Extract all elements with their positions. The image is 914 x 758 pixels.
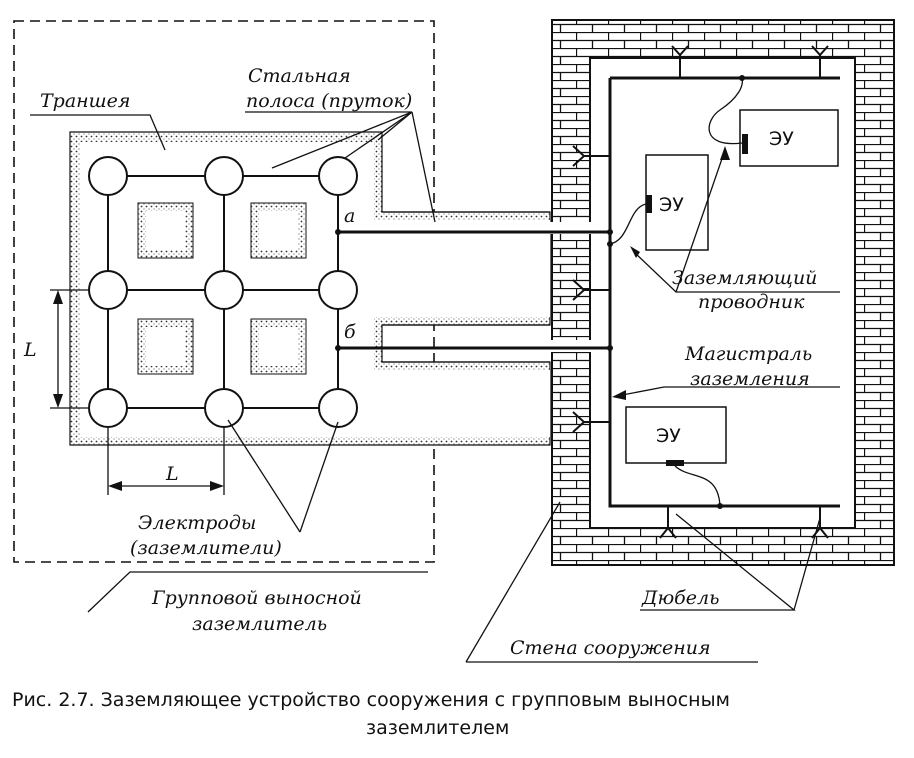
equipment-top — [739, 109, 839, 167]
trench — [69, 131, 551, 446]
dimension-l-horizontal: L — [165, 463, 179, 485]
dowels-left — [572, 145, 610, 433]
dowels-top — [671, 45, 829, 78]
dimension-l-vertical: L — [23, 339, 37, 361]
electrode — [204, 270, 244, 310]
main-label-line2: заземления — [690, 368, 810, 390]
equipment-top-label: ЭУ — [769, 128, 794, 150]
electrode — [318, 270, 358, 310]
dimension-vertical — [50, 289, 88, 409]
group-label-line1: Групповой выносной — [151, 587, 362, 609]
electrodes-label-line1: Электроды — [138, 512, 256, 534]
wall-label: Стена сооружения — [510, 637, 711, 659]
point-b-label: б — [344, 321, 356, 343]
equipment-middle — [645, 154, 709, 251]
electrode — [204, 388, 244, 428]
strip-label-line2: полоса (пруток) — [246, 90, 412, 112]
equipment-bottom-label: ЭУ — [656, 425, 681, 447]
caption-line2: заземлителем — [366, 717, 509, 739]
electrode — [318, 388, 358, 428]
dimension-horizontal — [107, 428, 225, 495]
electrode — [318, 156, 358, 196]
leader-lines — [30, 111, 840, 663]
equipment-middle-label: ЭУ — [659, 194, 684, 216]
electrodes — [88, 156, 358, 428]
dowel-label: Дюбель — [641, 587, 719, 609]
main-label-line1: Магистраль — [684, 343, 812, 365]
strip-label-line1: Стальная — [248, 65, 351, 87]
caption-line1: Рис. 2.7. Заземляющее устройство сооруже… — [12, 689, 730, 711]
point-a-label: а — [344, 205, 355, 227]
electrodes-label-line2: (заземлители) — [130, 537, 282, 559]
grounding-conductors — [607, 75, 745, 509]
trench-label: Траншея — [40, 90, 131, 112]
electrode — [88, 270, 128, 310]
conductor-label-line2: проводник — [698, 291, 805, 313]
electrode — [88, 156, 128, 196]
electrode — [88, 388, 128, 428]
equipment-bottom — [625, 406, 727, 466]
grid-cells — [137, 202, 307, 375]
group-label-line2: заземлитель — [192, 613, 327, 635]
grounding-main — [608, 76, 840, 508]
electrode — [204, 156, 244, 196]
conductor-label-line1: Заземляющий — [672, 267, 817, 289]
